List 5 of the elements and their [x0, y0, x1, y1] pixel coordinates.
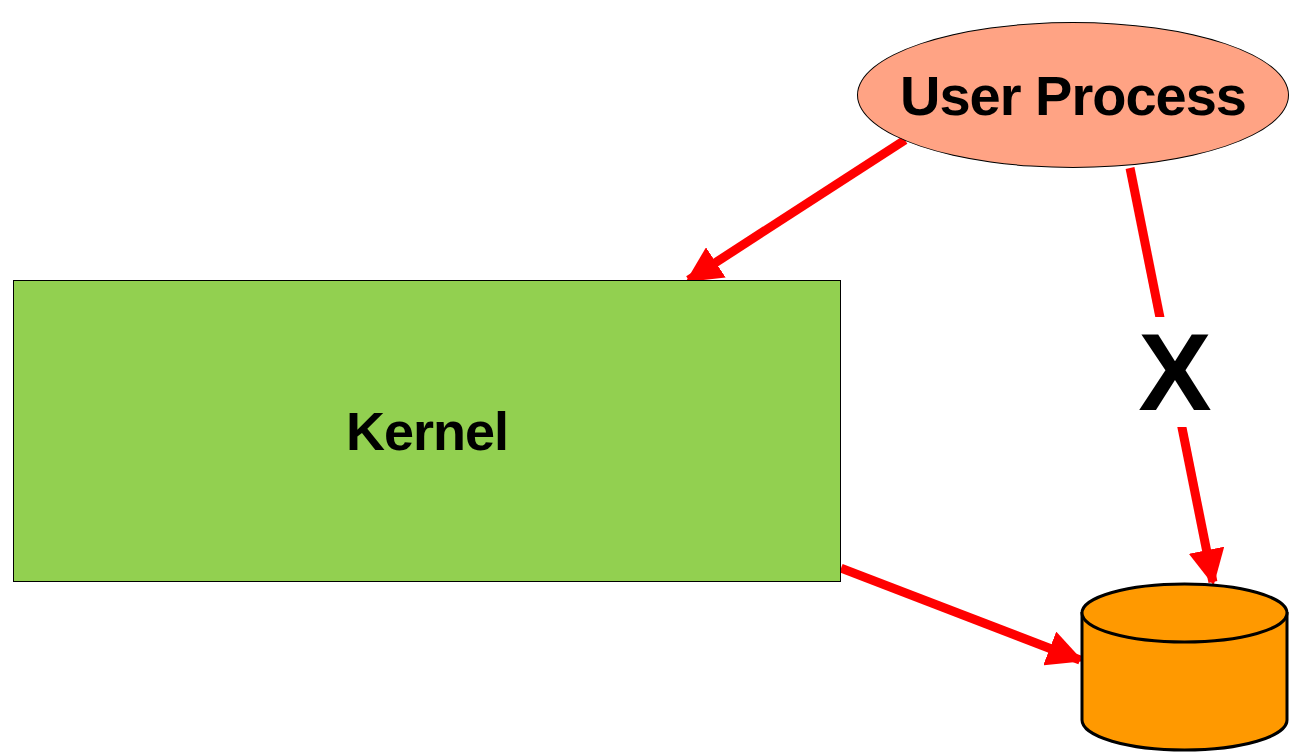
node-label: User Process: [900, 62, 1246, 128]
edge-label: X: [1136, 317, 1214, 427]
kernel-box: [13, 280, 841, 582]
arrow: [839, 563, 1084, 666]
node-label: Kernel: [345, 400, 509, 462]
